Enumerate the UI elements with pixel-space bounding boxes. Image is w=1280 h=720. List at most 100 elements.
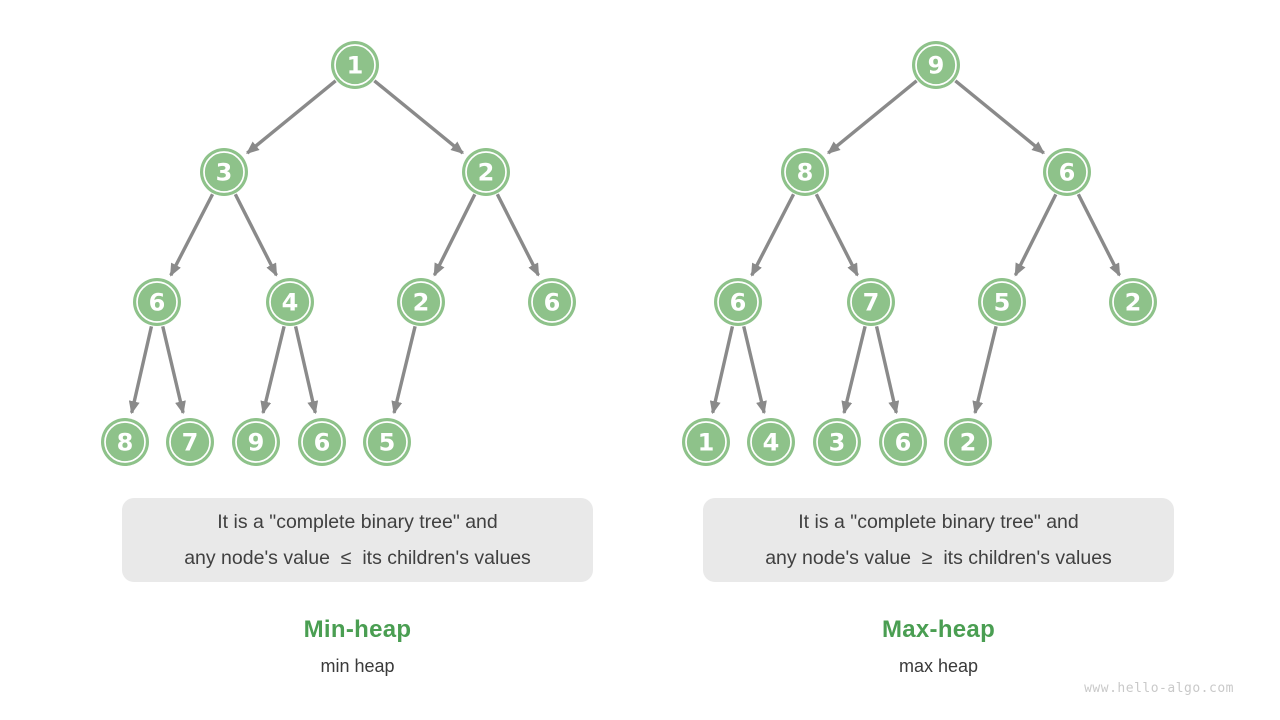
node-inner-ring xyxy=(981,281,1023,323)
node-circle xyxy=(166,418,214,466)
node-circle xyxy=(944,418,992,466)
max-heap-subtitle: max heap xyxy=(898,656,979,676)
edge-arrow xyxy=(1013,193,1058,277)
tree-node: 6 xyxy=(714,278,762,326)
edge-arrow xyxy=(260,325,286,415)
node-value: 9 xyxy=(248,429,265,457)
min-heap-tree: 1 3 2 6 4 2 6 8 7 9 6 5 xyxy=(101,41,576,466)
node-value: 2 xyxy=(960,429,977,457)
node-inner-ring xyxy=(750,421,792,463)
node-value: 6 xyxy=(149,289,166,317)
edge-arrow xyxy=(246,79,337,155)
node-circle xyxy=(200,148,248,196)
tree-node: 6 xyxy=(1043,148,1091,196)
node-value: 5 xyxy=(379,429,396,457)
node-inner-ring xyxy=(1046,151,1088,193)
node-inner-ring xyxy=(685,421,727,463)
edge-arrow xyxy=(814,193,859,277)
node-inner-ring xyxy=(850,281,892,323)
node-value: 4 xyxy=(763,429,780,457)
tree-layer: 1 3 2 6 4 2 6 8 7 9 6 5 9 8 6 6 7 5 2 1 4 3 6 2 xyxy=(101,41,1157,466)
node-inner-ring xyxy=(334,44,376,86)
edge-arrow xyxy=(750,193,796,277)
node-circle xyxy=(714,278,762,326)
node-inner-ring xyxy=(1112,281,1154,323)
node-value: 2 xyxy=(1125,289,1142,317)
edge-arrow xyxy=(874,325,900,415)
node-circle xyxy=(912,41,960,89)
node-circle xyxy=(462,148,510,196)
node-circle xyxy=(298,418,346,466)
min-heap-title: Min-heap xyxy=(303,616,412,643)
tree-node: 1 xyxy=(331,41,379,89)
node-inner-ring xyxy=(366,421,408,463)
tree-node: 2 xyxy=(1109,278,1157,326)
node-value: 3 xyxy=(216,159,233,187)
node-value: 7 xyxy=(863,289,880,317)
node-circle xyxy=(266,278,314,326)
node-value: 1 xyxy=(698,429,715,457)
edge-arrow xyxy=(233,193,278,277)
node-inner-ring xyxy=(400,281,442,323)
edge-arrow xyxy=(169,193,215,277)
tree-node: 2 xyxy=(944,418,992,466)
node-circle xyxy=(397,278,445,326)
node-inner-ring xyxy=(136,281,178,323)
tree-node: 2 xyxy=(462,148,510,196)
tree-node: 3 xyxy=(200,148,248,196)
node-circle xyxy=(101,418,149,466)
node-value: 6 xyxy=(1059,159,1076,187)
tree-node: 6 xyxy=(298,418,346,466)
node-inner-ring xyxy=(531,281,573,323)
node-inner-ring xyxy=(169,421,211,463)
tree-node: 6 xyxy=(133,278,181,326)
node-circle xyxy=(879,418,927,466)
edge-arrow xyxy=(972,325,998,415)
node-inner-ring xyxy=(947,421,989,463)
node-inner-ring xyxy=(717,281,759,323)
edge-arrow xyxy=(293,325,319,415)
edge-arrow xyxy=(128,325,154,415)
tree-node: 3 xyxy=(813,418,861,466)
node-value: 6 xyxy=(895,429,912,457)
node-value: 8 xyxy=(117,429,134,457)
node-inner-ring xyxy=(784,151,826,193)
tree-node: 9 xyxy=(232,418,280,466)
tree-node: 6 xyxy=(879,418,927,466)
tree-node: 8 xyxy=(781,148,829,196)
min-heap-caption-box: It is a "complete binary tree" and any n… xyxy=(122,498,593,582)
tree-node: 5 xyxy=(978,278,1026,326)
tree-node: 7 xyxy=(166,418,214,466)
node-value: 6 xyxy=(730,289,747,317)
node-circle xyxy=(747,418,795,466)
tree-node: 4 xyxy=(747,418,795,466)
node-inner-ring xyxy=(816,421,858,463)
caption-line: any node's value ≥ its children's values xyxy=(765,547,1112,569)
edge-arrow xyxy=(391,325,417,415)
node-circle xyxy=(978,278,1026,326)
caption-line: It is a "complete binary tree" and xyxy=(798,511,1079,533)
tree-node: 2 xyxy=(397,278,445,326)
caption-line: It is a "complete binary tree" and xyxy=(217,511,498,533)
node-inner-ring xyxy=(235,421,277,463)
node-inner-ring xyxy=(882,421,924,463)
node-inner-ring xyxy=(269,281,311,323)
edge-arrow xyxy=(827,79,918,155)
node-value: 7 xyxy=(182,429,199,457)
tree-node: 4 xyxy=(266,278,314,326)
node-value: 2 xyxy=(413,289,430,317)
max-heap-title: Max-heap xyxy=(881,616,996,643)
node-circle xyxy=(331,41,379,89)
node-circle xyxy=(528,278,576,326)
edge-arrow xyxy=(373,79,464,155)
tree-node: 6 xyxy=(528,278,576,326)
node-inner-ring xyxy=(104,421,146,463)
node-value: 3 xyxy=(829,429,846,457)
node-circle xyxy=(847,278,895,326)
node-value: 6 xyxy=(314,429,331,457)
tree-node: 8 xyxy=(101,418,149,466)
node-inner-ring xyxy=(203,151,245,193)
edge-arrow xyxy=(841,325,867,415)
